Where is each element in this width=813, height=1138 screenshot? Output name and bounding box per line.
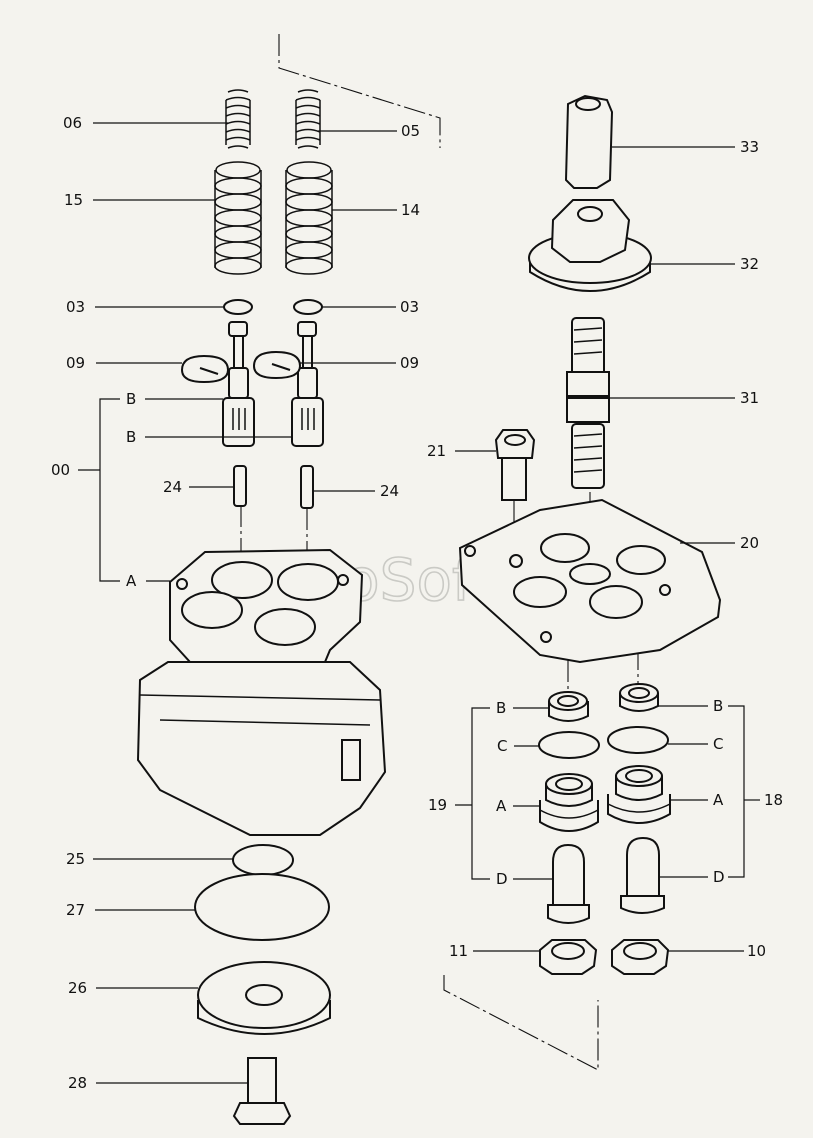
label-03-left: 03 [66, 298, 85, 316]
c-clip-09-left [180, 354, 230, 384]
label-b-left-seal: B [496, 699, 506, 717]
label-03-right: 03 [400, 298, 419, 316]
label-c-right-oring: C [713, 735, 723, 753]
coupling-nut-33 [564, 94, 614, 189]
label-15: 15 [64, 191, 83, 209]
label-b-right-seal: B [713, 697, 723, 715]
label-06: 06 [63, 114, 82, 132]
mounting-plate-20 [458, 498, 722, 664]
label-14: 14 [401, 201, 420, 219]
seal-b-left [548, 691, 589, 722]
small-spring-06 [225, 89, 251, 149]
plunger-right [291, 321, 324, 447]
nut-11 [539, 939, 598, 975]
label-10: 10 [747, 942, 766, 960]
label-09-right: 09 [400, 354, 419, 372]
o-ring-27 [194, 873, 330, 941]
plunger-left [222, 321, 255, 447]
label-20: 20 [740, 534, 759, 552]
washer-03-left [223, 299, 253, 315]
label-24-right: 24 [380, 482, 399, 500]
universal-joint-31 [566, 317, 610, 489]
pin-24-left [233, 465, 247, 507]
label-a-body: A [126, 572, 137, 590]
label-21: 21 [427, 442, 446, 460]
bushing-a-right [607, 765, 671, 824]
large-spring-15 [214, 161, 262, 275]
label-24-left: 24 [163, 478, 182, 496]
label-19: 19 [428, 796, 447, 814]
label-a-left-bushing: A [496, 797, 507, 815]
label-18: 18 [764, 791, 783, 809]
label-33: 33 [740, 138, 759, 156]
valve-body-housing [136, 548, 387, 836]
label-05: 05 [401, 122, 420, 140]
washer-03-right [293, 299, 323, 315]
label-11: 11 [449, 942, 468, 960]
cap-screw-21 [494, 429, 536, 501]
label-26: 26 [68, 979, 87, 997]
leader-lines [78, 122, 760, 1084]
flange-nut-32 [528, 199, 652, 292]
part-labels: 06 05 15 14 03 03 09 09 B B 00 A 24 24 2… [51, 114, 783, 1092]
large-spring-14 [285, 161, 333, 275]
seal-b-right [619, 683, 659, 712]
label-25: 25 [66, 850, 85, 868]
o-ring-c-left [538, 731, 600, 759]
boot-d-right [620, 836, 665, 914]
label-00: 00 [51, 461, 70, 479]
label-c-left-oring: C [497, 737, 507, 755]
label-27: 27 [66, 901, 85, 919]
o-ring-25 [232, 844, 294, 876]
pin-24-right [300, 465, 314, 509]
label-d-left-boot: D [496, 870, 508, 888]
bushing-a-left [539, 773, 599, 832]
label-09-left: 09 [66, 354, 85, 372]
small-spring-05 [295, 89, 321, 149]
bolt-28 [232, 1057, 292, 1125]
c-clip-09-right [252, 350, 302, 380]
label-b-lower: B [126, 428, 136, 446]
boot-d-left [547, 843, 590, 924]
plug-26 [197, 961, 331, 1035]
label-32: 32 [740, 255, 759, 273]
label-a-right-bushing: A [713, 791, 724, 809]
o-ring-c-right [607, 726, 669, 754]
nut-10 [611, 939, 670, 975]
label-28: 28 [68, 1074, 87, 1092]
label-31: 31 [740, 389, 759, 407]
label-d-right-boot: D [713, 868, 725, 886]
label-b-upper: B [126, 390, 136, 408]
